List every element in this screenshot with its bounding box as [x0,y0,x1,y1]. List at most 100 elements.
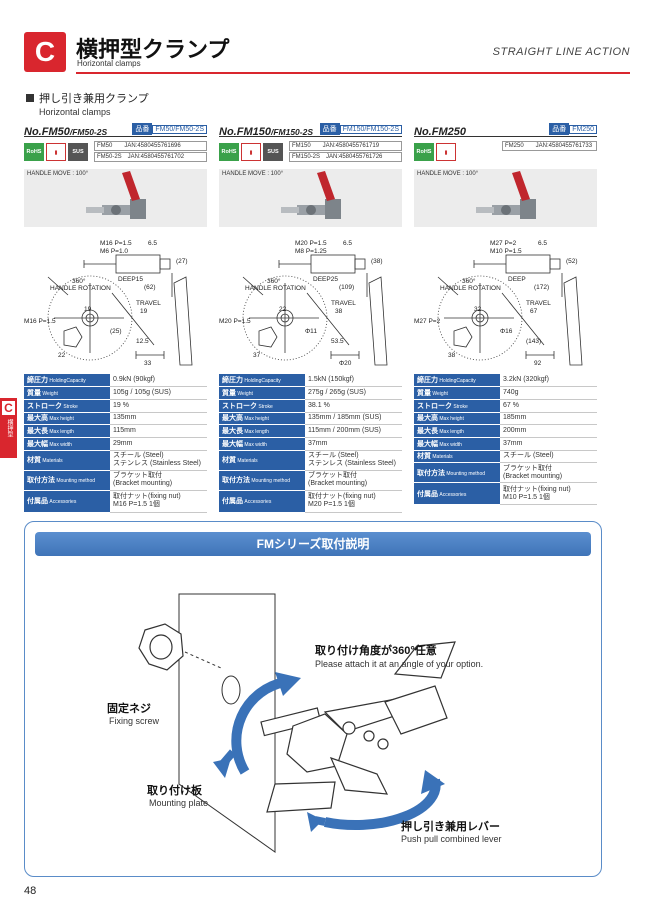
lever-label-en: Push pull combined lever [401,834,502,844]
spec-value: 1.5kN (150kgf) [305,374,402,388]
technical-drawing: M20 P=1.5 M8 P=1.25 6.5 DEEP25 (109) (38… [219,240,388,367]
spec-key: 最大高 Max height [24,412,110,426]
rotation-angle: 360° [267,277,281,285]
dim-bolt: M10 P=1.5 [490,248,522,255]
jan-code: FM150-2S JAN:4580455761726 [289,152,402,162]
dim-nut-size: 22 [58,352,66,359]
plate-label-en: Mounting plate [149,798,209,808]
spec-value: 0.9kN (90kgf) [110,374,207,388]
dim-thread: M20 P=1.5 [295,240,327,247]
dim-height: (27) [176,258,188,265]
dim-shaft: Φ11 [305,328,317,335]
model-number: No.FM250 [414,126,466,138]
dim-nut-width: 32 [474,306,482,313]
spec-key: 質量 Weight [24,386,110,400]
dim-bolt: M6 P=1.0 [100,248,128,255]
spec-key: 最大長 Max length [24,424,110,438]
spec-key: 最大幅 Max width [24,437,110,451]
angle-label-jp: 取り付け角度が360°任意 [315,645,437,657]
dimension-drawing: M16 P=1.5 M6 P=1.0 6.5 DEEP15 (62) (27) … [24,233,207,368]
spec-value: 3.2kN (320kgf) [500,374,597,388]
dim-base: 92 [534,360,542,367]
rotation-angle: 360° [462,277,476,285]
spec-key: 締圧力 HoldingCapacity [414,374,500,388]
spec-key: 最大幅 Max width [219,437,305,451]
jan-code: FM50 JAN:4580455761696 [94,141,207,151]
spec-key: 材質 Materials [219,450,305,471]
compliance-mark-icon: ▮ [46,143,66,161]
spec-value: スチール (Steel)ステンレス (Stainless Steel) [110,450,207,471]
plate-label-jp: 取り付け板 [147,785,202,797]
dim-length: (172) [534,284,549,291]
dim-depth: DEEP15 [118,276,143,283]
handle-move-label: HANDLE MOVE : 100° [417,171,479,177]
clamp-photo-illustration [281,171,341,219]
travel-label: TRAVEL [526,300,551,307]
rotation-label: HANDLE ROTATION [440,285,501,292]
dim-base: Φ20 [339,360,352,367]
spec-value: 115mm [110,424,207,438]
spec-value: 200mm [500,424,597,438]
spec-key: 取付方法 Mounting method [414,462,500,484]
page-title: 横押型クランプ [76,37,230,62]
spec-value: 取付ナット(fixing nut)M16 P=1.5 1個 [110,490,207,513]
spec-key: ストローク Stroke [219,399,305,413]
dim-height: (38) [371,258,383,265]
dimension-drawing: M20 P=1.5 M8 P=1.25 6.5 DEEP25 (109) (38… [219,233,402,368]
section-title-en: Horizontal clamps [39,107,111,117]
model-number: No.FM50/FM50-2S [24,126,108,138]
jan-code: FM250 JAN:4580455761733 [502,141,597,151]
dim-base: 33 [144,360,152,367]
dim-nut-thread: M27 P=2 [414,318,441,325]
page-number: 48 [24,885,37,897]
dim-nut-size: 37 [253,352,261,359]
travel-label: TRAVEL [136,300,161,307]
handle-move-label: HANDLE MOVE : 100° [27,171,89,177]
product-photo: HANDLE MOVE : 100° [414,169,597,227]
angle-label-en: Please attach it at an angle of your opt… [315,659,484,669]
mounting-illustration [138,593,456,853]
dim-width: 6.5 [343,240,352,247]
dim-depth: DEEP25 [313,276,338,283]
side-tab-letter: C [2,401,15,415]
side-index-tab[interactable]: C 横押型 [0,398,17,458]
spec-key: 取付方法 Mounting method [24,470,110,491]
sus-icon: SUS [68,143,88,161]
spec-key: 材質 Materials [24,450,110,471]
spec-key: 取付方法 Mounting method [219,470,305,491]
spec-key: 最大高 Max height [219,412,305,426]
side-tab-text: 横押型 [6,419,12,437]
spec-value: 取付ナット(fixing nut)M20 P=1.5 1個 [305,490,402,513]
spec-value: 135mm [110,412,207,426]
spec-value: 135mm / 185mm (SUS) [305,412,402,426]
dim-offset: 12.5 [136,338,149,345]
compliance-mark-icon: ▮ [436,143,456,161]
spec-key: 質量 Weight [414,386,500,400]
square-bullet-icon [26,94,34,102]
dimension-drawing: M27 P=2 M10 P=1.5 6.5 DEEP (172) (52) 36… [414,233,597,368]
spec-key: 材質 Materials [414,450,500,464]
spec-value: 29mm [110,437,207,451]
